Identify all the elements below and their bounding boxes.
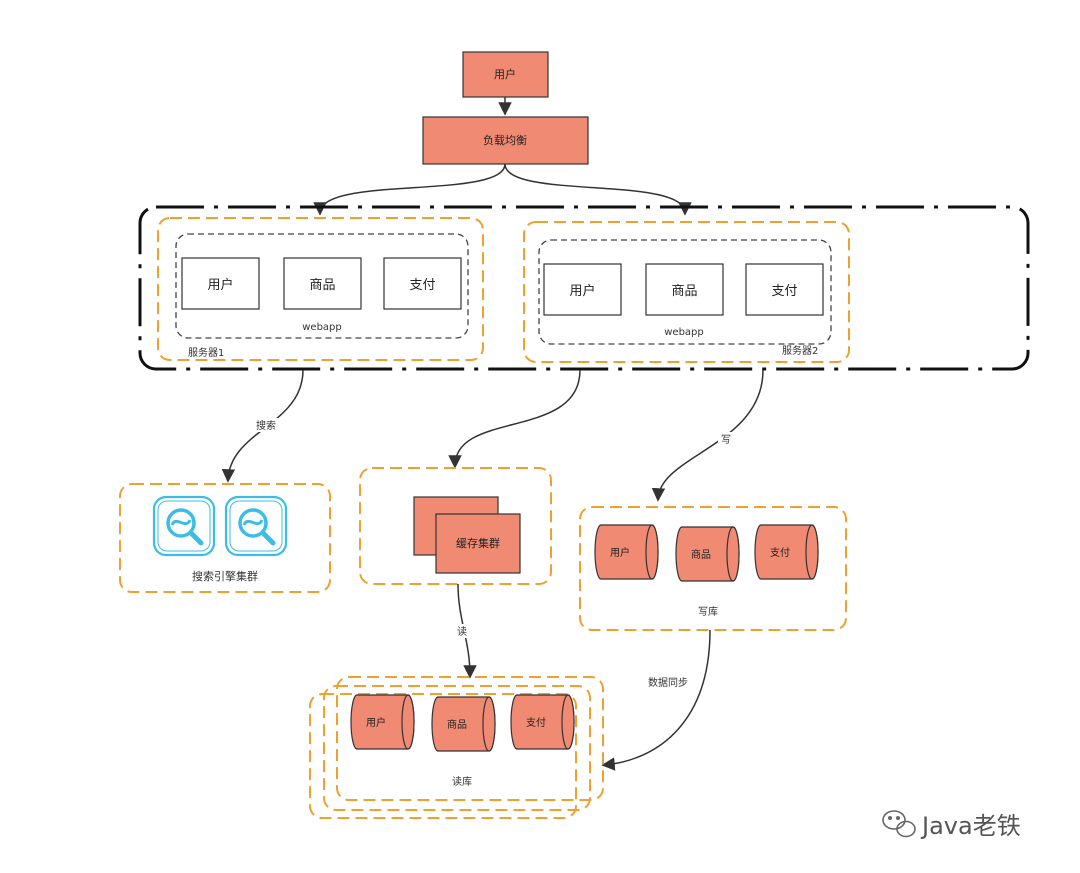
read-db-table-pay: 支付 [510,694,575,750]
write-db-table-pay-label: 支付 [770,546,790,559]
edge-lb-to-server2 [504,163,692,216]
write-db-table-pay: 支付 [754,524,819,580]
server2-module-user: 用户 [543,263,622,316]
write-db-table-user-label: 用户 [610,546,630,559]
server2-group: 用户 商品 支付 webapp 服务器2 [523,221,850,363]
server2-webapp-label: webapp [664,327,704,338]
search-engine-icon [152,495,216,557]
cache-cluster-group: 缓存集群 [359,467,552,585]
read-db-table-goods: 商品 [431,696,496,752]
edge-search-label: 搜索 [256,419,276,432]
read-db-label: 读库 [452,775,472,788]
server2-webapp-container [538,239,832,345]
edge-server2-to-writedb [651,369,764,502]
load-balancer-label: 负载均衡 [483,133,527,147]
watermark: Java老铁 [882,810,1021,840]
wechat-icon [882,810,916,838]
write-db-table-goods-label: 商品 [691,548,711,561]
server1-webapp-container [175,233,469,339]
load-balancer-node: 负载均衡 [422,116,589,165]
write-db-label: 写库 [698,605,718,618]
read-db-table-goods-label: 商品 [447,718,467,731]
edge-read-label-bg [454,624,470,638]
server2-module-goods: 商品 [645,263,724,316]
read-db-table-pay-label: 支付 [526,716,546,729]
server1-group: 用户 商品 支付 webapp 服务器1 [157,217,484,361]
server2-module-pay: 支付 [745,263,824,316]
server2-module-goods-label: 商品 [671,284,697,299]
user-node-label: 用户 [494,67,516,81]
server2-module-user-label: 用户 [569,283,595,299]
search-engine-icon [224,495,288,557]
edge-write-label: 写 [721,434,731,446]
write-db-group: 用户 商品 支付 写库 [579,506,847,631]
edge-writedb-to-readdb [601,629,711,771]
cache-cluster-label: 缓存集群 [456,536,500,550]
watermark-text: Java老铁 [920,812,1021,840]
edge-lb-to-server1 [313,163,506,216]
write-db-table-goods: 商品 [675,526,740,582]
server1-module-user: 用户 [181,257,260,310]
search-cluster-container [119,483,331,593]
cluster-boundary [138,205,1030,371]
write-db-container [579,506,847,631]
edge-sync-label: 数据同步 [648,676,688,689]
user-node: 用户 [462,51,549,98]
server1-module-pay: 支付 [383,257,462,310]
edge-read-label: 读 [457,625,467,638]
read-db-group: 用户 商品 支付 读库 [309,676,604,819]
read-db-container-front [336,676,604,801]
server2-label: 服务器2 [782,344,818,357]
search-cluster-label: 搜索引擎集群 [192,569,258,583]
read-db-container-back [309,693,577,819]
server1-module-user-label: 用户 [207,277,233,293]
server2-module-pay-label: 支付 [771,284,797,299]
server1-module-goods-label: 商品 [309,278,335,293]
edge-search-label-bg [253,418,279,432]
read-db-table-user-label: 用户 [366,716,386,729]
server2-container [523,221,850,363]
cache-cluster-container [359,467,552,585]
edge-server2-to-cache [448,369,581,469]
search-cluster-group: 搜索引擎集群 [119,483,331,593]
write-db-table-user: 用户 [594,524,659,580]
server1-webapp-label: webapp [302,322,342,333]
read-db-container-mid [323,685,591,811]
cache-node-front [435,513,521,574]
server1-module-pay-label: 支付 [409,278,435,293]
server1-module-goods: 商品 [283,257,362,310]
server1-label: 服务器1 [188,346,224,359]
edge-write-label-bg [718,432,734,446]
read-db-table-user: 用户 [350,694,415,750]
server1-container [157,217,484,361]
